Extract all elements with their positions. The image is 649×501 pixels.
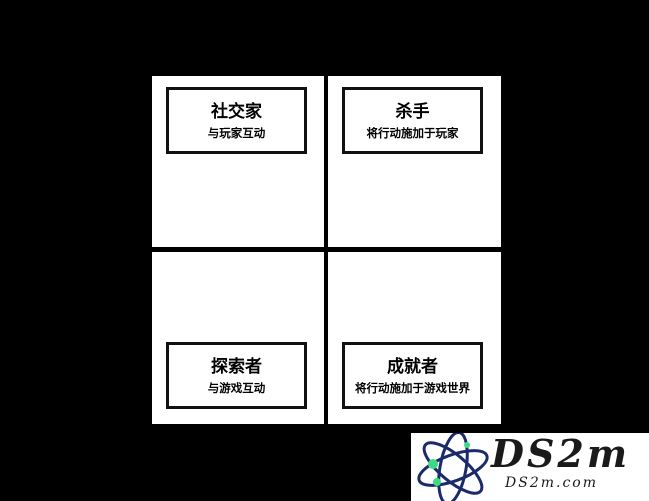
- quadrant-achiever: 成就者 将行动施加于游戏世界: [328, 252, 501, 424]
- explorer-card: 探索者 与游戏互动: [166, 342, 307, 409]
- killer-card: 杀手 将行动施加于玩家: [342, 87, 483, 154]
- killer-description: 将行动施加于玩家: [366, 125, 459, 140]
- player-types-diagram: 社交家 与玩家互动 杀手 将行动施加于玩家 探索者 与游戏互动 成就者 将行动施…: [152, 76, 501, 424]
- explorer-title: 探索者: [211, 356, 262, 377]
- socializer-title: 社交家: [211, 101, 262, 122]
- socializer-description: 与玩家互动: [207, 125, 266, 140]
- watermark: DS2m DS2m.com: [411, 431, 649, 501]
- atom-logo-icon: [417, 433, 489, 501]
- socializer-card: 社交家 与玩家互动: [166, 87, 307, 154]
- explorer-description: 与游戏互动: [207, 380, 266, 395]
- watermark-logo-text: DS2m: [491, 431, 631, 476]
- watermark-url: DS2m.com: [505, 475, 598, 491]
- quadrant-socializer: 社交家 与玩家互动: [152, 76, 324, 247]
- achiever-description: 将行动施加于游戏世界: [355, 380, 470, 395]
- quadrant-killer: 杀手 将行动施加于玩家: [328, 76, 501, 247]
- killer-title: 杀手: [395, 101, 430, 122]
- achiever-title: 成就者: [387, 356, 438, 377]
- achiever-card: 成就者 将行动施加于游戏世界: [342, 342, 483, 409]
- quadrant-explorer: 探索者 与游戏互动: [152, 252, 324, 424]
